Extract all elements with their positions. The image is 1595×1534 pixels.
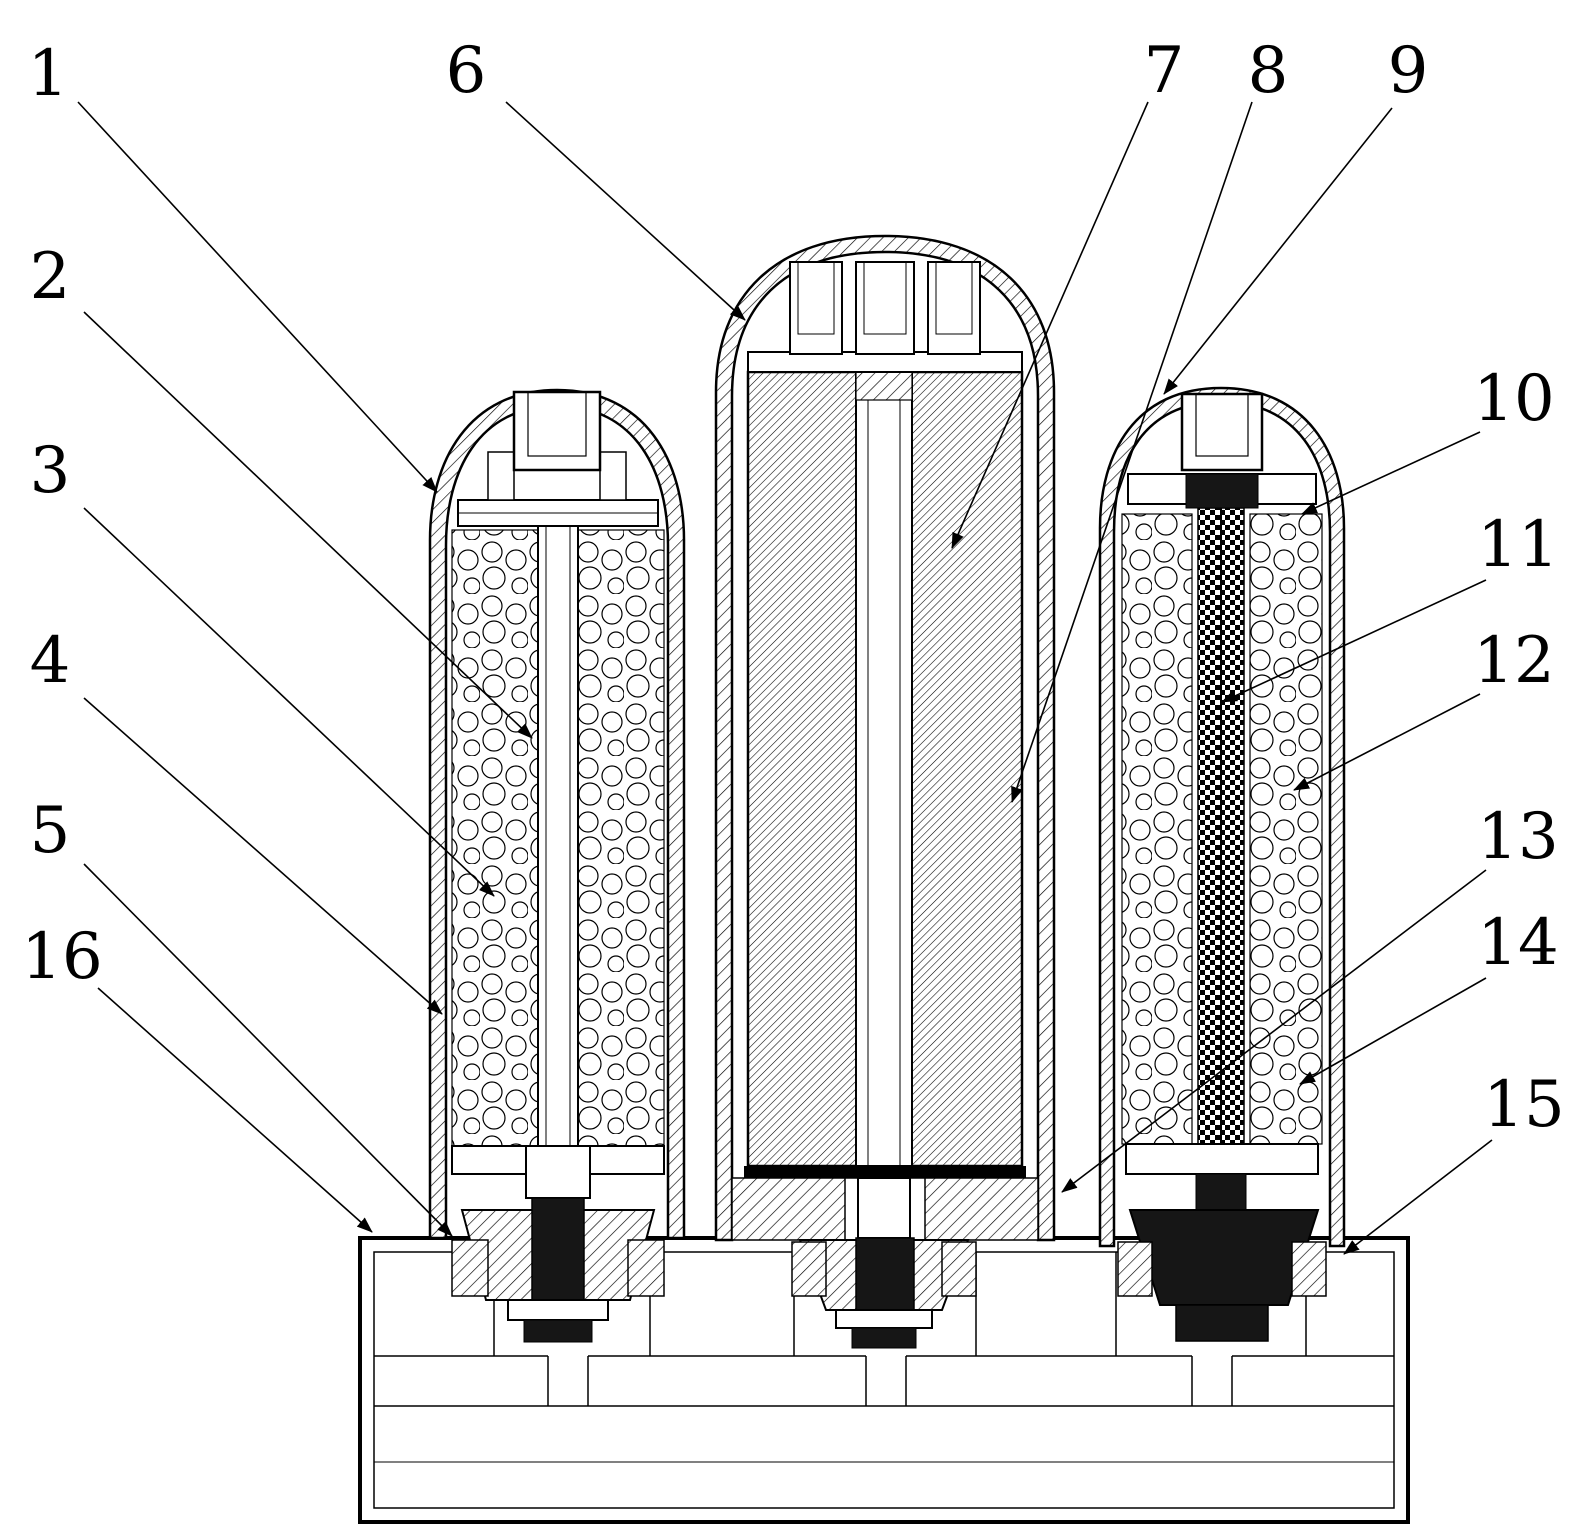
center-core-tube <box>855 371 913 1167</box>
reference-labels: 1 2 3 4 5 16 6 7 8 9 10 11 12 13 14 15 <box>21 34 1564 1142</box>
right-filter-media-left <box>1121 513 1193 1145</box>
ref-label-10: 10 <box>1473 362 1554 436</box>
leader-line-16 <box>97 987 373 1233</box>
ref-label-15: 15 <box>1483 1068 1564 1142</box>
leader-line-3 <box>83 507 495 897</box>
ref-label-6: 6 <box>446 34 487 108</box>
leader-line-4 <box>83 697 443 1015</box>
left-top-port <box>512 390 602 472</box>
center-filter-vessel <box>714 234 1056 1349</box>
left-filter-vessel <box>428 388 686 1343</box>
base-internal-channels <box>374 1252 1394 1463</box>
ref-label-3: 3 <box>30 434 71 508</box>
leader-line-1 <box>77 101 438 493</box>
leader-line-11 <box>1221 579 1487 703</box>
ref-label-14: 14 <box>1477 906 1558 980</box>
left-center-tube <box>537 521 579 1175</box>
leader-line-9 <box>1163 107 1393 395</box>
left-cap-lug-a <box>487 451 515 501</box>
leader-line-7 <box>951 101 1149 549</box>
right-top-port <box>1180 392 1264 472</box>
ref-label-11: 11 <box>1477 508 1558 582</box>
leader-lines <box>77 101 1493 1255</box>
left-filter-media-right <box>577 529 665 1147</box>
leader-line-8 <box>1011 101 1253 803</box>
ref-label-12: 12 <box>1473 624 1554 698</box>
right-filter-vessel <box>1098 386 1346 1342</box>
center-valve-stem <box>855 1237 915 1319</box>
ref-label-4: 4 <box>30 624 71 698</box>
ref-label-5: 5 <box>30 794 71 868</box>
center-mount-boss-b <box>941 1241 977 1297</box>
left-tube-foot <box>525 1145 591 1199</box>
left-cap-lug-b <box>599 451 627 501</box>
ref-label-13: 13 <box>1477 800 1558 874</box>
left-mount-boss-a <box>451 1239 489 1297</box>
center-valve-plug <box>851 1327 917 1349</box>
ref-label-2: 2 <box>30 240 71 314</box>
leader-line-2 <box>83 311 533 739</box>
ref-label-7: 7 <box>1144 34 1185 108</box>
leader-line-14 <box>1299 977 1487 1085</box>
center-top-port-c <box>927 261 981 355</box>
right-valve-plug <box>1175 1304 1269 1342</box>
leader-line-10 <box>1301 431 1481 515</box>
right-bottom-plate <box>1125 1143 1319 1175</box>
ref-label-8: 8 <box>1248 34 1289 108</box>
leader-line-6 <box>505 101 746 321</box>
right-filter-media-right <box>1249 513 1323 1145</box>
ref-label-1: 1 <box>28 37 69 111</box>
center-stem-neck <box>857 1177 911 1239</box>
left-valve-flange <box>507 1299 609 1321</box>
ref-label-9: 9 <box>1388 34 1429 108</box>
leader-line-5 <box>83 863 453 1237</box>
leader-line-15 <box>1343 1139 1493 1255</box>
center-mount-boss-a <box>791 1241 827 1297</box>
center-bottom-seal <box>744 1166 1026 1178</box>
left-mount-boss-b <box>627 1239 665 1297</box>
leader-line-12 <box>1293 693 1481 791</box>
right-mount-boss-a <box>1117 1241 1153 1297</box>
center-core-cap <box>855 371 913 401</box>
center-top-port-b <box>855 261 915 355</box>
right-valve-shroud <box>1128 1209 1320 1306</box>
leader-line-13 <box>1061 869 1487 1193</box>
center-valve-flange <box>835 1309 933 1329</box>
left-valve-plug <box>523 1319 593 1343</box>
left-vessel-housing-wall <box>428 388 686 1240</box>
left-filter-media-left <box>451 529 539 1147</box>
ref-label-16: 16 <box>21 920 102 994</box>
right-collar-core <box>1185 473 1259 509</box>
right-mount-boss-b <box>1291 1241 1327 1297</box>
